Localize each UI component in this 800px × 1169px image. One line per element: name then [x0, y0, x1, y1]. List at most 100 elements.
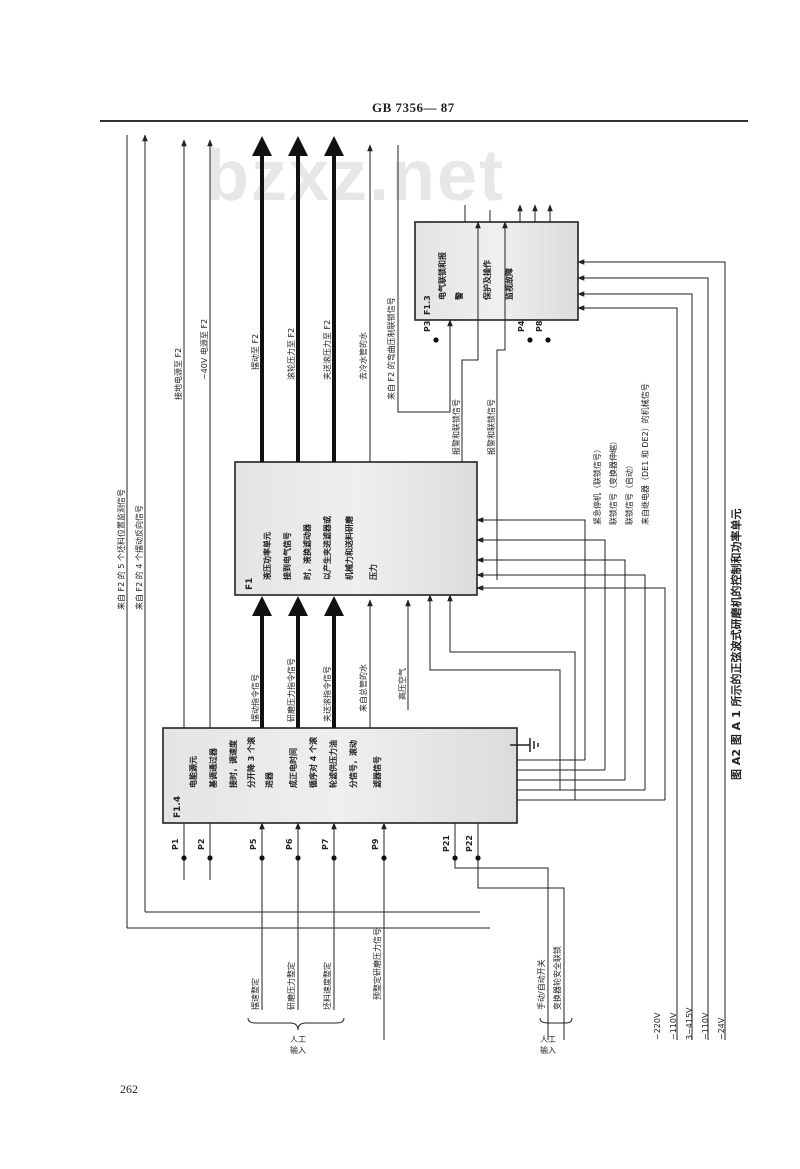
label-swing-to-f2: 摆动至 F2	[250, 334, 260, 370]
block-f14	[162, 727, 518, 824]
block-f13-line: 电气联锁和报	[437, 252, 447, 300]
label-power-supply: ~110V	[701, 1012, 710, 1040]
block-f14-id: F1.4	[173, 796, 183, 818]
line-p21	[454, 823, 549, 1040]
label-ground-power: 接地电源至 F2	[173, 348, 183, 400]
line-right-1	[577, 259, 726, 1040]
label-grind-cmd: 研磨压力指令信号	[286, 658, 296, 722]
block-f1-text: F1液压功率单元接到电气信号时，液换滤动器以产生夹进滤器或机械力和送料研磨压力	[245, 516, 378, 590]
point-p6-label: P6	[285, 838, 294, 850]
manual-input-brace-right	[539, 1017, 573, 1024]
block-f13-line: 保护及操作	[482, 260, 492, 301]
point-p21-dot	[452, 855, 458, 861]
line-f1-right-2	[476, 537, 606, 770]
point-p2-label: P2	[197, 839, 206, 850]
header-rule	[100, 120, 748, 122]
ground-symbol	[510, 738, 539, 752]
label-transformer-safety: 变换器轮安全联锁	[552, 946, 562, 1010]
label-manual-input-2: 人工输入	[540, 1035, 556, 1055]
point-p1-label: P1	[171, 838, 180, 850]
point-p6-dot	[295, 855, 301, 861]
block-f14-line: 成正电时间	[288, 748, 298, 788]
label-roller-to-f2: 滚轮压力至 F2	[286, 328, 296, 380]
block-f14-line: 进器	[264, 771, 274, 788]
label-4swing-signal: 来自 F2 的 4 个摆动反向信号	[134, 505, 144, 610]
label-power-supply: ~220V	[653, 1012, 662, 1040]
point-p5-dot	[259, 855, 265, 861]
line-f1-right-5	[476, 585, 666, 800]
line-f1-loop-2	[447, 594, 576, 800]
point-p22-label: P22	[465, 835, 474, 852]
block-f1-line: 接到电气信号	[282, 532, 292, 580]
label-alarm-1: 报警和联锁信号	[451, 399, 461, 455]
block-f14-line: 循序对 4 个滚	[308, 736, 318, 789]
label-pinch-to-f2: 夹送滚压力至 F2	[322, 320, 332, 380]
label-bend-interlock: 来自 F2 的弯曲压制联锁信号	[386, 297, 396, 400]
block-f14-line: 电能源元	[188, 756, 198, 788]
line-right-2	[577, 275, 709, 1040]
line-alarm-1	[461, 221, 481, 462]
block-f1-line: 机械力和送料研磨	[344, 516, 354, 580]
block-f14-line: 基调通过器	[208, 747, 218, 789]
line-alarm-2	[496, 221, 508, 580]
label-water-out: 去冷水管的水	[358, 332, 368, 380]
line-f1-right-3	[476, 557, 626, 780]
block-f14-line: 接时，调速度	[228, 739, 238, 788]
block-f1-line: 压力	[368, 564, 378, 580]
label-interlock-transformer: 联锁信号（变换器伸缩）	[608, 437, 618, 525]
label-pinch-cmd: 夹送滚指令信号	[322, 666, 332, 722]
block-f13-line: 监视故障	[504, 268, 514, 300]
line-f1-right-1	[476, 517, 586, 760]
figure-caption: 图 A2 图 A 1 所示的正弦波式研磨机的控制和功率单元	[729, 509, 743, 780]
point-p7-dot	[331, 855, 337, 861]
label-water-in: 来自总管的水	[358, 664, 368, 712]
block-f14-line: 分信号，滚动	[348, 740, 358, 788]
manual-input-brace-left	[247, 1017, 345, 1031]
line-f1-loop-1	[427, 594, 561, 790]
label-40v-power: ~40V 电源至 F2	[199, 319, 209, 380]
label-swing-cmd: 摆动指令信号	[250, 674, 260, 722]
label-relay-signal: 来自继电器（DE1 和 DE2）的机械信号	[640, 383, 650, 525]
point-p3-label: P3	[423, 321, 432, 332]
block-f13-line: 警	[454, 292, 464, 301]
label-power-supply: 3~415V	[685, 1007, 694, 1040]
label-manual-auto-switch: 手动/自动开关	[536, 959, 546, 1010]
point-p8-dot	[545, 337, 551, 343]
page-number: 262	[120, 1082, 138, 1096]
diagram-labels: 来自 F2 的 5 个坯料位置监测信号来自 F2 的 4 个摆动反向信号 接地电源…	[116, 297, 743, 1055]
block-f1-id: F1	[245, 578, 255, 590]
block-f1-line: 液压功率单元	[262, 532, 272, 580]
label-blank-speed-setting: 坯料速度整定	[322, 962, 332, 1010]
point-p21-label: P21	[442, 835, 451, 852]
block-f14-line: 轮滤供压力油	[328, 740, 338, 788]
label-air-in: 高压空气	[397, 668, 407, 700]
line-bend-interlock	[397, 145, 453, 413]
point-p5-label: P5	[249, 838, 258, 850]
block-f1-line: 以产生夹进滤器或	[322, 516, 332, 580]
point-p9-dot	[381, 855, 387, 861]
block-f13-id: F1.3	[423, 295, 432, 315]
block-f14-text: F1.4 电能源元基调通过器接时，调速度分开降 3 个滚进器 成正电时间循序对 4 …	[173, 736, 382, 818]
point-p3-dot	[433, 337, 439, 343]
line-right-3	[577, 291, 693, 1040]
point-p9-label: P9	[371, 838, 380, 850]
label-grind-setting: 研磨压力整定	[286, 962, 296, 1010]
point-p2-dot	[207, 855, 213, 861]
point-p1-dot	[181, 855, 187, 861]
line-f1-right-4	[476, 572, 646, 790]
line-right-4	[577, 305, 678, 1040]
label-preset-grind-pressure: 预整定研磨压力信号	[372, 928, 382, 1000]
block-f13-text: F1.3 电气联锁和报警 保护及操作 监视故障	[423, 252, 514, 315]
label-5pos-signal: 来自 F2 的 5 个坯料位置监测信号	[116, 489, 126, 610]
point-p4-dot	[527, 337, 533, 343]
block-f14-line: 滤器信号	[372, 756, 382, 788]
block-f14-line: 分开降 3 个滚	[246, 736, 256, 788]
standard-header: GB 7356— 87	[372, 100, 455, 115]
point-p7-label: P7	[321, 839, 330, 850]
block-f1	[234, 461, 478, 596]
label-interlock-start: 联锁信号（启动）	[624, 461, 634, 525]
label-power-supply: ~24V	[717, 1017, 726, 1040]
label-swing-setting: 摆速整定	[250, 978, 260, 1010]
